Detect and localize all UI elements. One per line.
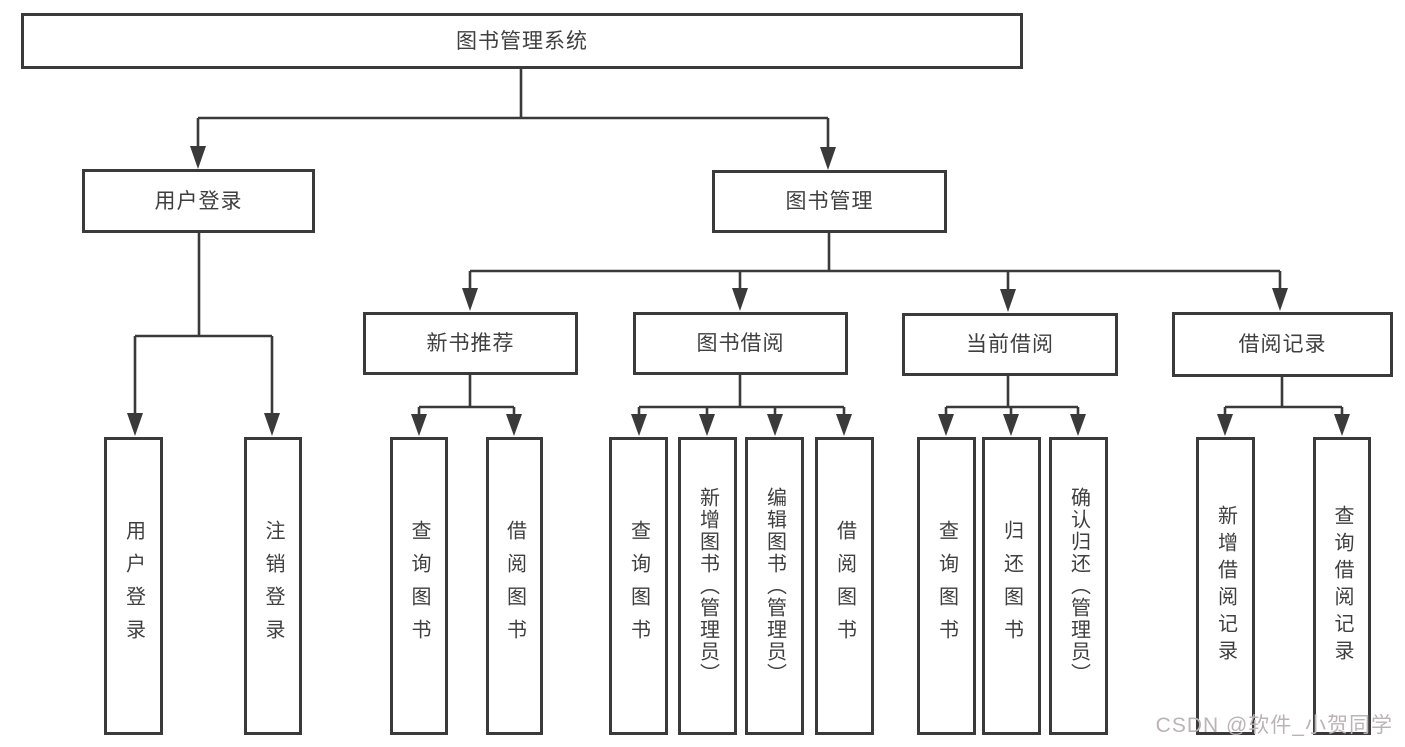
connector-current-borrow-to-leaves: [938, 376, 1086, 436]
leaf-return-books: 归还图书: [982, 437, 1041, 735]
leaf-add-books-admin: 新增图书（管理员）: [678, 437, 737, 735]
node-book-borrowing: 图书借阅: [633, 312, 848, 375]
leaf-query-books-recommend: 查询图书: [390, 437, 448, 735]
node-book-management: 图书管理: [712, 170, 947, 233]
node-borrowing-records: 借阅记录: [1172, 312, 1393, 377]
connector-book-borrow-to-leaves: [631, 375, 852, 436]
leaf-confirm-return-admin: 确认归还（管理员）: [1049, 437, 1108, 735]
leaf-user-login: 用户登录: [104, 437, 163, 735]
node-current-borrowing: 当前借阅: [902, 313, 1118, 376]
node-library-system: 图书管理系统: [21, 13, 1023, 69]
leaf-borrow-books-recommend: 借阅图书: [486, 437, 543, 735]
leaf-logout: 注销登录: [244, 437, 302, 735]
leaf-edit-books-admin: 编辑图书（管理员）: [745, 437, 804, 735]
leaf-query-books-current: 查询图书: [917, 437, 976, 735]
connector-book-mgmt-to-level3: [462, 233, 1288, 312]
connector-new-book-to-leaves: [411, 375, 522, 436]
leaf-query-borrow-record: 查询借阅记录: [1313, 437, 1371, 735]
leaf-query-books-borrow: 查询图书: [609, 437, 668, 735]
leaf-add-borrow-record: 新增借阅记录: [1196, 437, 1255, 735]
connector-root-to-level2: [190, 68, 836, 170]
connector-user-login-to-leaves: [127, 233, 280, 436]
node-user-login: 用户登录: [82, 169, 315, 233]
connector-borrow-records-to-leaves: [1217, 377, 1350, 436]
csdn-watermark: CSDN @软件_小贺同学: [1155, 714, 1393, 737]
leaf-borrow-books: 借阅图书: [815, 437, 874, 735]
node-new-book-recommend: 新书推荐: [363, 312, 578, 375]
